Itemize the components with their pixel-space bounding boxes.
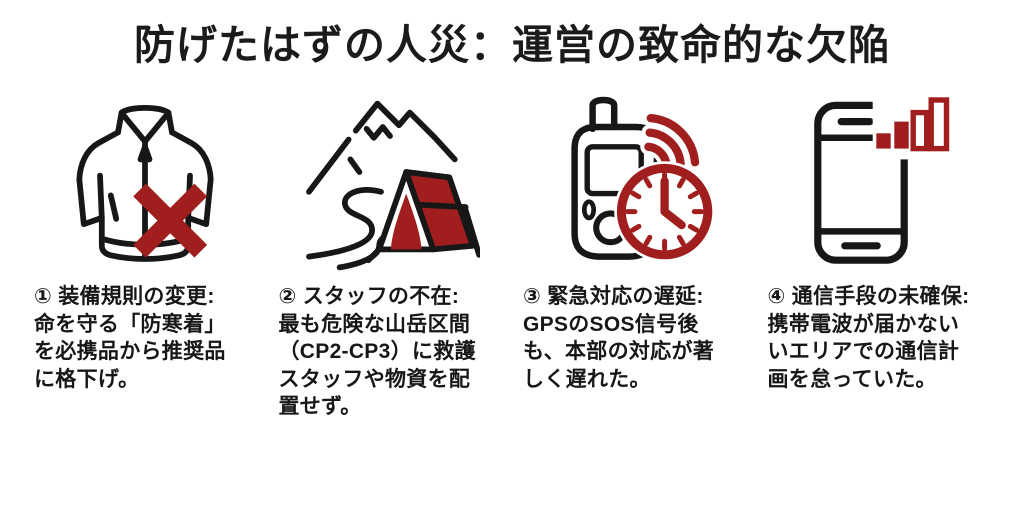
- card-communication-text: ④ 通信手段の未確保: 携帯電波が届かない いエリアでの通信計 画を怠っていた。: [767, 285, 970, 391]
- gps-device-clock-icon: [519, 85, 750, 277]
- card-communication: ④ 通信手段の未確保: 携帯電波が届かない いエリアでの通信計 画を怠っていた。: [764, 85, 995, 421]
- card-equipment-rule: ① 装備規則の変更: 命を守る「防寒着」 を必携品から推奨品 に格下げ。: [30, 85, 261, 421]
- card-response-delay-text: ③ 緊急対応の遅延: GPSのSOS信号後 も、本部の対応が著 しく遅れた。: [523, 285, 715, 391]
- mountain-tent-icon: [275, 85, 506, 277]
- slide-title: 防げたはずの人災：運営の致命的な欠陥: [134, 22, 890, 68]
- card-staff-absence-text: ② スタッフの不在: 最も危険な山岳区間 （CP2-CP3）に救護 スタッフや物…: [278, 285, 476, 419]
- jacket-crossed-out-icon: [30, 85, 261, 277]
- card-response-delay: ③ 緊急対応の遅延: GPSのSOS信号後 も、本部の対応が著 しく遅れた。: [519, 85, 750, 421]
- card-equipment-rule-text: ① 装備規則の変更: 命を守る「防寒着」 を必携品から推奨品 に格下げ。: [34, 285, 226, 391]
- cards-row: ① 装備規則の変更: 命を守る「防寒着」 を必携品から推奨品 に格下げ。: [0, 69, 1024, 421]
- phone-weak-signal-icon: [764, 85, 995, 277]
- card-staff-absence: ② スタッフの不在: 最も危険な山岳区間 （CP2-CP3）に救護 スタッフや物…: [275, 85, 506, 421]
